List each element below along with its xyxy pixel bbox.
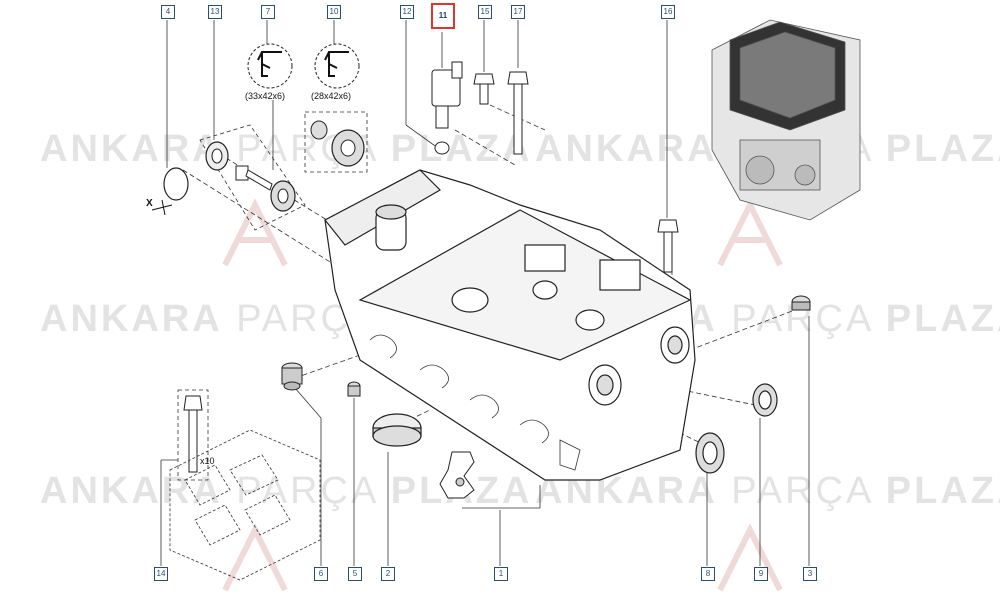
callout-12[interactable]: 12	[400, 5, 414, 19]
part-11-sensor	[431, 61, 463, 155]
part-17-bolt	[507, 71, 529, 155]
part-16-bolt	[657, 219, 679, 273]
callout-8[interactable]: 8	[701, 567, 715, 581]
callout-17[interactable]: 17	[511, 5, 525, 19]
watermark-logo-3	[222, 523, 288, 592]
seal-7-size-label: (33x42x6)	[245, 91, 286, 101]
callout-4[interactable]: 4	[161, 5, 175, 19]
assembly-13	[225, 157, 336, 226]
head-bolt	[183, 395, 203, 473]
watermark-logo-2	[717, 198, 783, 267]
callout-16[interactable]: 16	[661, 5, 675, 19]
part-9-seal	[752, 383, 778, 417]
callout-1[interactable]: 1	[494, 567, 508, 581]
part-1-sealant-icon	[439, 451, 475, 499]
seal-profiles	[257, 51, 349, 77]
leader-6a	[294, 387, 322, 419]
part-15-bolt	[473, 73, 495, 105]
watermark-logo-group	[222, 198, 783, 592]
part-6-seal	[281, 362, 303, 391]
seal-symbol-10	[314, 43, 360, 89]
frame-10-group	[304, 111, 368, 173]
seal-10-size-label: (28x42x6)	[311, 91, 352, 101]
part-8-seal	[695, 432, 725, 474]
axis-x-label: X	[146, 198, 153, 209]
assembly-4	[182, 169, 336, 266]
callout-11-highlighted[interactable]: 11	[431, 3, 455, 29]
x-axis-arrow	[151, 199, 173, 216]
watermark-logo-1	[222, 198, 288, 267]
watermark-row-3: ANKARA PARÇA PLAZA	[40, 470, 529, 512]
cylinder-head-ports	[369, 334, 581, 471]
frame-bolts-group	[177, 389, 209, 481]
engine-block-sketch	[169, 429, 321, 581]
bolt-quantity-label: x10	[200, 456, 215, 466]
callout-5[interactable]: 5	[348, 567, 362, 581]
leader-12b	[405, 124, 439, 149]
group-frames	[177, 111, 368, 481]
cylinder-head	[324, 169, 696, 481]
callout-2[interactable]: 2	[381, 567, 395, 581]
callout-6[interactable]: 6	[314, 567, 328, 581]
part-4-plug	[163, 167, 189, 201]
callout-7[interactable]: 7	[261, 5, 275, 19]
callout-14[interactable]: 14	[154, 567, 168, 581]
frame-13-group	[199, 124, 306, 231]
engine-thumbnail	[711, 19, 861, 221]
part-13-bolt	[235, 165, 273, 191]
seal-symbols	[247, 43, 360, 89]
watermark-logo-4	[717, 523, 783, 592]
part-2-plug	[372, 413, 422, 447]
seal-symbol-7	[247, 43, 293, 89]
callout-13[interactable]: 13	[208, 5, 222, 19]
assembly-3	[689, 307, 801, 351]
callout-3[interactable]: 3	[803, 567, 817, 581]
assembly-15	[489, 104, 546, 131]
assembly-6	[294, 354, 361, 379]
part-5-sleeve	[347, 381, 361, 397]
part-10-small-seal	[310, 120, 328, 140]
part-3-plug	[791, 295, 811, 311]
callout-9[interactable]: 9	[754, 567, 768, 581]
callout-15[interactable]: 15	[478, 5, 492, 19]
assembly-11	[454, 129, 516, 166]
leader-lines	[160, 20, 810, 566]
callout-10[interactable]: 10	[327, 5, 341, 19]
